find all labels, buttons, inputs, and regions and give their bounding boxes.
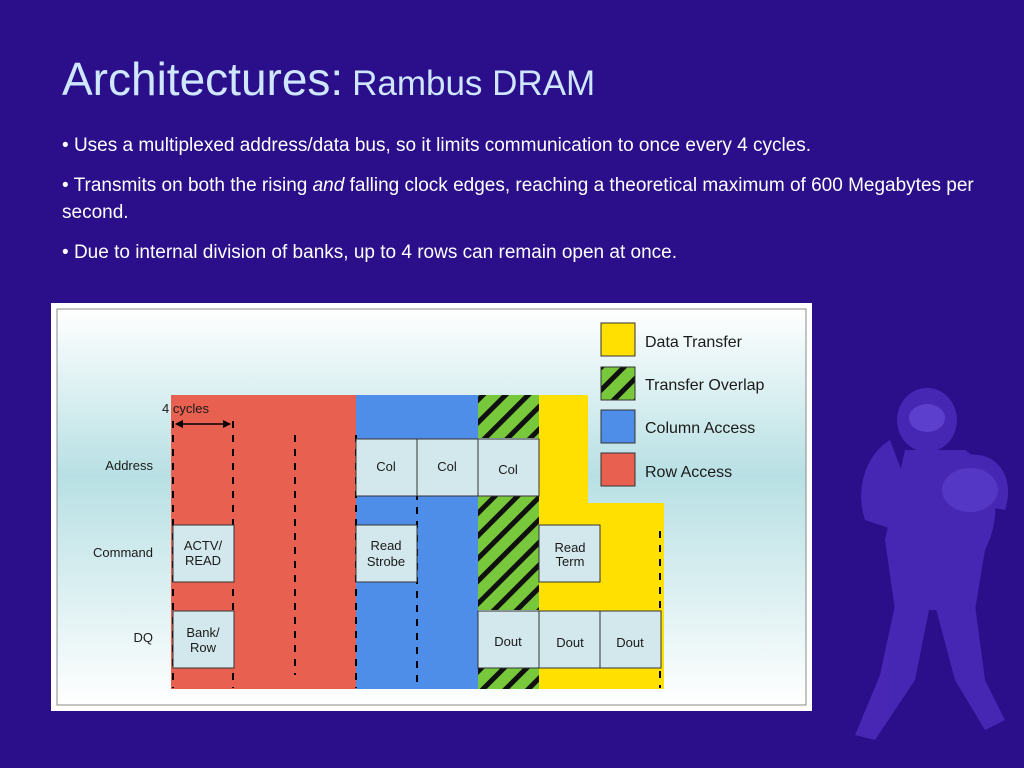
read-strobe-box bbox=[355, 524, 418, 583]
read-strobe-label-line2: Strobe bbox=[367, 554, 405, 569]
read-strobe-label-line1: Read bbox=[370, 538, 401, 553]
bank-row-box bbox=[172, 610, 235, 669]
dout-label-1: Dout bbox=[494, 634, 522, 649]
col-label-3: Col bbox=[498, 462, 518, 477]
address-row-label: Address bbox=[105, 458, 153, 473]
transfer-overlap-region-bottom bbox=[478, 666, 539, 689]
legend-swatch-transfer-overlap bbox=[600, 366, 636, 401]
bullet-list: • Uses a multiplexed address/data bus, s… bbox=[62, 132, 982, 279]
bullet-text: Uses a multiplexed address/data bus, so … bbox=[73, 135, 812, 156]
legend-swatch-data-transfer bbox=[600, 322, 636, 357]
dout-box-2 bbox=[538, 610, 601, 669]
read-term-label-line2: Term bbox=[556, 554, 585, 569]
col-box-1 bbox=[355, 438, 418, 497]
read-term-box bbox=[538, 524, 601, 583]
legend-swatch-column-access bbox=[600, 409, 636, 444]
slide-title: Architectures: Rambus DRAM bbox=[62, 52, 595, 106]
legend-label-transfer-overlap: Transfer Overlap bbox=[645, 377, 765, 394]
dout-label-2: Dout bbox=[556, 635, 584, 650]
legend-label-column-access: Column Access bbox=[645, 420, 755, 437]
transfer-overlap-region-top bbox=[478, 395, 539, 438]
bullet-3: • Due to internal division of banks, up … bbox=[62, 239, 982, 266]
actv-read-label-line1: ACTV/ bbox=[184, 538, 223, 553]
dout-box-1 bbox=[477, 610, 540, 669]
cycles-label: 4 cycles bbox=[162, 401, 209, 416]
legend-label-data-transfer: Data Transfer bbox=[645, 334, 743, 351]
bullet-marker: • bbox=[62, 135, 69, 156]
bullet-1: • Uses a multiplexed address/data bus, s… bbox=[62, 132, 982, 159]
col-box-3 bbox=[477, 438, 540, 497]
command-row-label: Command bbox=[93, 545, 153, 560]
title-sub: Rambus DRAM bbox=[352, 64, 596, 103]
title-main: Architectures: bbox=[62, 53, 344, 105]
bullet-text-emphasis: and bbox=[312, 175, 345, 196]
legend: Data Transfer Transfer Overlap Column Ac… bbox=[600, 322, 765, 487]
boxes bbox=[172, 438, 662, 669]
bullet-marker: • bbox=[62, 175, 69, 196]
bank-row-label-line1: Bank/ bbox=[186, 625, 220, 640]
bullet-text-pre: Transmits on both the rising bbox=[73, 175, 308, 196]
bullet-text: Due to internal division of banks, up to… bbox=[73, 242, 678, 263]
bullet-text-post: falling clock edges, reaching a theoreti… bbox=[62, 175, 974, 223]
dout-box-3 bbox=[599, 610, 662, 669]
legend-swatch-row-access bbox=[600, 452, 636, 487]
col-label-2: Col bbox=[437, 459, 457, 474]
legend-label-row-access: Row Access bbox=[645, 464, 732, 481]
bank-row-label-line2: Row bbox=[190, 640, 217, 655]
football-player-silhouette-image bbox=[855, 388, 1009, 740]
rambus-timing-diagram: 4 cycles Address Command DQ ACTV/ READ B… bbox=[51, 303, 812, 711]
read-term-label-line1: Read bbox=[554, 540, 585, 555]
actv-read-label-line2: READ bbox=[185, 553, 221, 568]
transfer-overlap-region-middle bbox=[478, 496, 539, 610]
bullet-2: • Transmits on both the rising and falli… bbox=[62, 172, 982, 226]
col-box-2 bbox=[416, 438, 479, 497]
bullet-marker: • bbox=[62, 242, 69, 263]
dq-row-label: DQ bbox=[134, 630, 154, 645]
actv-read-box bbox=[172, 524, 235, 583]
col-label-1: Col bbox=[376, 459, 396, 474]
dout-label-3: Dout bbox=[616, 635, 644, 650]
